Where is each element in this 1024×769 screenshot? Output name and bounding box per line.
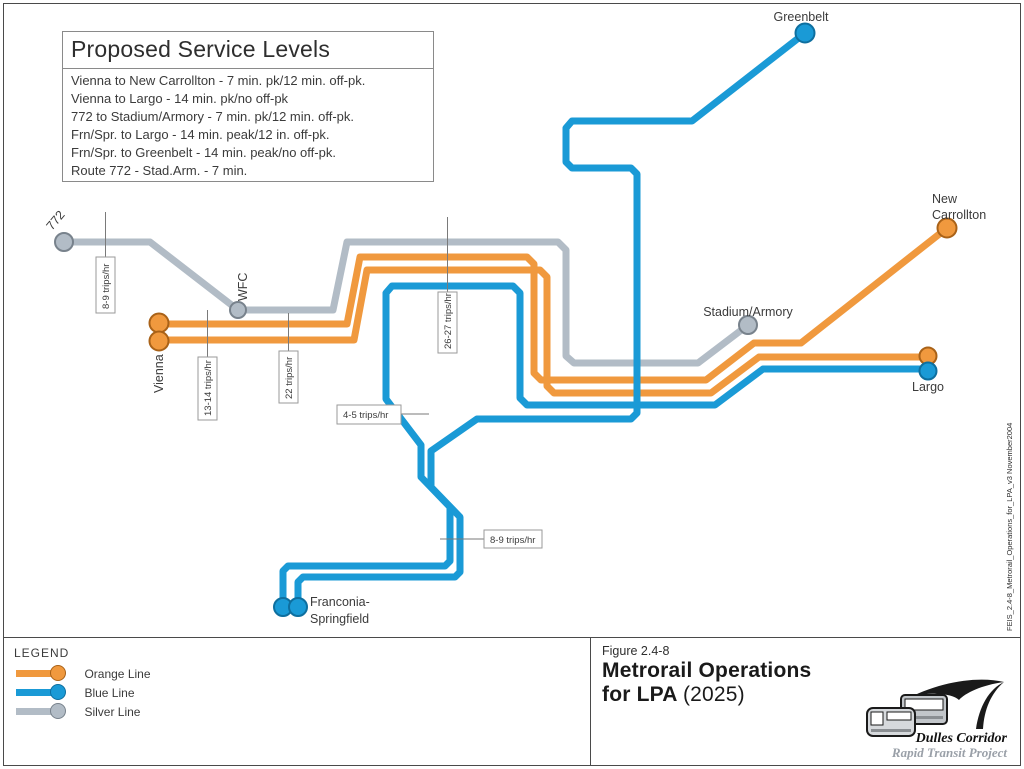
- station-dot-vienna-lower: [148, 330, 170, 352]
- station-dot-franconia-right: [288, 597, 308, 617]
- figure-number: Figure 2.4-8: [602, 644, 670, 658]
- station-dot-new-carrollton: [936, 217, 958, 239]
- frequency-label-orange-vienna: 13-14 trips/hr: [203, 360, 214, 416]
- frequency-box-silver-west: [95, 256, 116, 314]
- station-label-new-carrollton-line2: Carrollton: [932, 208, 986, 222]
- frequency-ticks: [105, 212, 484, 540]
- figure-title-line1: Metrorail Operations: [602, 659, 812, 682]
- frequency-box-blue-south: [483, 529, 543, 549]
- orange-line-swatch: [14, 665, 66, 682]
- service-level-item: Route 772 - Stad.Arm. - 7 min.: [71, 163, 248, 178]
- figure-title: Metrorail Operations for LPA (2025): [602, 659, 811, 707]
- frequency-label-blue-south: 8-9 trips/hr: [490, 535, 535, 546]
- station-label-wfc: WFC: [236, 273, 250, 301]
- service-levels-list: Vienna to New Carrollton - 7 min. pk/12 …: [63, 69, 433, 180]
- legend-panel: LEGEND Orange Line Blue Line Silver Line: [3, 638, 590, 766]
- service-level-item: Vienna to New Carrollton - 7 min. pk/12 …: [71, 73, 366, 88]
- legend-title: LEGEND: [14, 646, 70, 660]
- station-dot-stadium-armory: [738, 315, 758, 335]
- frequency-label-orange-east: 22 trips/hr: [284, 357, 295, 399]
- blue-line-greenbelt-path: [294, 29, 809, 611]
- frequency-box-orange-vienna: [197, 356, 218, 421]
- station-label-772: 772: [44, 208, 68, 233]
- station-label-franconia-line1: Franconia-: [310, 595, 370, 609]
- logo-subname: Rapid Transit Project: [891, 745, 1007, 760]
- blue-line-swatch: [14, 684, 66, 701]
- silver-line-swatch: [14, 703, 66, 720]
- blue-line-largo-path: [279, 282, 932, 611]
- station-dot-wfc: [229, 301, 247, 319]
- service-level-item: Frn/Spr. to Greenbelt - 14 min. peak/no …: [71, 145, 336, 160]
- station-dot-largo-blue: [918, 361, 938, 381]
- logo-swoosh: [903, 679, 1004, 701]
- service-level-item: Frn/Spr. to Largo - 14 min. peak/12 in. …: [71, 127, 330, 142]
- station-dot-greenbelt: [794, 22, 816, 44]
- legend-item-silver: Silver Line: [14, 703, 140, 721]
- title-block: Figure 2.4-8 Metrorail Operations for LP…: [590, 638, 1021, 766]
- frequency-box-core: [437, 291, 458, 354]
- frequency-label-blue-branch: 4-5 trips/hr: [343, 410, 388, 421]
- legend-label: Blue Line: [84, 685, 135, 700]
- service-level-item: Vienna to Largo - 14 min. pk/no off-pk: [71, 91, 289, 106]
- station-dot-vienna-upper: [148, 312, 170, 334]
- station-label-vienna: Vienna: [152, 354, 166, 393]
- figure-title-line2-bold: for LPA: [602, 683, 677, 706]
- orange-line-largo-path: [155, 266, 932, 397]
- service-level-item: 772 to Stadium/Armory - 7 min. pk/12 min…: [71, 109, 354, 124]
- orange-line-new-carrollton-path: [155, 224, 951, 384]
- service-levels-title: Proposed Service Levels: [63, 32, 433, 69]
- metrorail-schematic-map: 8-9 trips/hr 13-14 trips/hr 22 trips/hr …: [44, 10, 1014, 631]
- station-label-stadium-armory: Stadium/Armory: [703, 305, 793, 319]
- service-levels-box: Proposed Service Levels Vienna to New Ca…: [62, 31, 434, 182]
- logo-train: [866, 707, 916, 737]
- station-label-largo: Largo: [912, 380, 944, 394]
- frequency-label-core: 26-27 trips/hr: [443, 293, 454, 349]
- logo-name: Dulles Corridor: [915, 731, 1008, 746]
- bottom-band: LEGEND Orange Line Blue Line Silver Line: [3, 637, 1021, 766]
- station-label-franconia-line2: Springfield: [310, 612, 369, 626]
- dulles-corridor-logo: Dulles Corridor Rapid Transit Project: [866, 679, 1008, 760]
- side-note: FEIS_2.4-8_Metrorail_Operations_for_LPA_…: [1005, 423, 1014, 631]
- legend-label: Orange Line: [84, 666, 151, 681]
- silver-line-path: [60, 238, 752, 367]
- legend-item-orange: Orange Line: [14, 665, 151, 683]
- station-label-new-carrollton-line1: New: [932, 192, 958, 206]
- legend-label: Silver Line: [84, 704, 141, 719]
- frequency-box-orange-east: [278, 350, 299, 404]
- frequency-box-blue-branch: [336, 404, 402, 425]
- logo-swoosh-tail: [976, 682, 1004, 729]
- legend-item-blue: Blue Line: [14, 684, 135, 702]
- figure-title-line2-suffix: (2025): [682, 683, 745, 706]
- station-dot-772: [54, 232, 74, 252]
- frequency-label-silver-west: 8-9 trips/hr: [101, 264, 112, 309]
- station-label-greenbelt: Greenbelt: [774, 10, 829, 24]
